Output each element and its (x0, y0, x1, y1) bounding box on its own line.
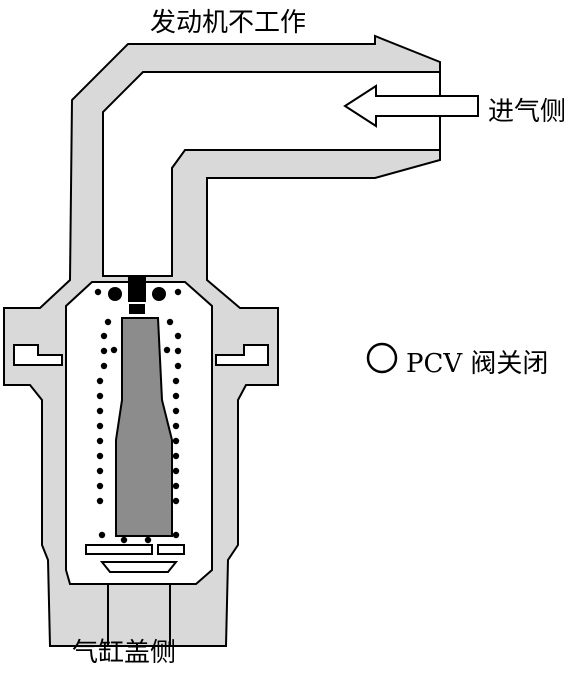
spring-dot (96, 422, 104, 430)
spring-dot (96, 482, 104, 490)
cylinder-passage (107, 584, 171, 646)
spring-dot (163, 346, 171, 354)
intake-side-label: 进气侧 (488, 97, 567, 127)
spring-dot (100, 332, 108, 340)
top-ball-right (152, 287, 166, 301)
spring-dot (174, 347, 182, 355)
spring-dot (174, 362, 182, 370)
left-retainer (13, 344, 63, 366)
spring-dot (172, 377, 180, 385)
spring-dot (172, 422, 180, 430)
seat-plate-left (85, 544, 153, 555)
spring-dot (98, 531, 106, 539)
spring-dot (96, 497, 104, 505)
pcv-state-circle-icon (366, 342, 398, 374)
cylinder-side-label: 气缸盖侧 (72, 638, 177, 668)
spring-dot (96, 452, 104, 460)
plunger-top (128, 276, 146, 302)
spring-dot (96, 437, 104, 445)
spring-dot (172, 531, 180, 539)
valve-plunger (115, 317, 173, 537)
spring-coils (94, 288, 182, 544)
spring-dot (94, 288, 102, 296)
spring-dot (100, 347, 108, 355)
plunger-stem (129, 304, 145, 314)
pcv-state-label: PCV 阀关闭 (406, 349, 549, 379)
right-retainer (215, 344, 269, 366)
spring-dot (174, 288, 182, 296)
spring-dot (172, 407, 180, 415)
spring-dot (120, 536, 128, 544)
seat-plate-right (157, 544, 185, 555)
spring-dot (172, 482, 180, 490)
spring-dot (100, 362, 108, 370)
spring-dot (96, 467, 104, 475)
spring-dot (172, 437, 180, 445)
flow-arrow-icon (343, 84, 479, 128)
spring-dot (96, 407, 104, 415)
spring-dot (174, 332, 182, 340)
top-ball-left (108, 287, 122, 301)
spring-dot (172, 452, 180, 460)
spring-dot (166, 318, 174, 326)
spring-dot (104, 318, 112, 326)
seat-cup (99, 561, 179, 573)
spring-dot (110, 346, 118, 354)
spring-dot (172, 497, 180, 505)
spring-dot (172, 392, 180, 400)
spring-dot (96, 392, 104, 400)
spring-dot (96, 377, 104, 385)
spring-dot (144, 536, 152, 544)
spring-dot (172, 467, 180, 475)
engine-state-title: 发动机不工作 (150, 8, 307, 38)
